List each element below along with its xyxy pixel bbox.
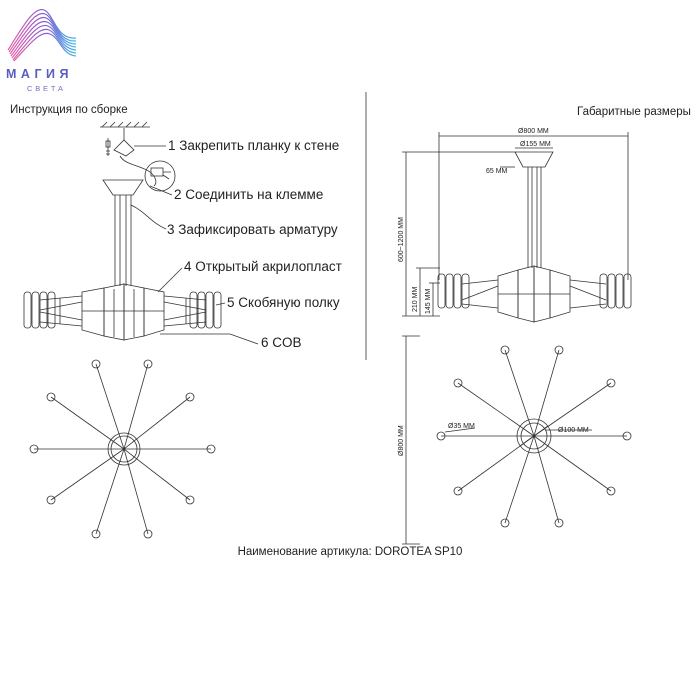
plan-arms-left (29, 359, 216, 539)
arms-right (163, 295, 207, 327)
dim-body-height: 210 ММ (412, 287, 419, 312)
shades-left (23, 291, 56, 329)
dim-plan-diameter: Ø800 ММ (398, 425, 405, 456)
elevation-right (402, 132, 632, 545)
step-6-label: 6 COB (261, 335, 302, 350)
terminal-magnifier (144, 160, 176, 192)
mounting-bracket (113, 139, 135, 157)
step-3-leader (130, 204, 167, 230)
plan-view-right (436, 345, 632, 528)
step-4-leader (157, 267, 183, 293)
step-1-label: 1 Закрепить планку к стене (168, 138, 340, 153)
step-4-label: 4 Открытый акрилопласт (184, 259, 342, 274)
dim-arm-height: 145 ММ (425, 289, 432, 314)
canopy (102, 179, 144, 196)
step-3-label: 3 Зафиксировать арматуру (167, 222, 338, 237)
step-2-leader (149, 185, 173, 196)
dim-height-range: 600~1200 ММ (398, 217, 405, 262)
dim-canopy-height: 65 ММ (486, 168, 508, 175)
ceiling-hatch (100, 121, 150, 128)
step-5-label: 5 Скобяную полку (227, 295, 340, 310)
step-6-leader (160, 333, 259, 345)
step-2-label: 2 Соединить на клемме (174, 187, 324, 202)
wire (119, 155, 157, 187)
logo-waves (7, 9, 77, 62)
dim-overall-width: Ø800 ММ (518, 128, 549, 135)
mounting-screw (105, 138, 111, 156)
suspension-rods (114, 195, 132, 286)
shades-right (189, 291, 222, 329)
plan-view-left (29, 359, 216, 539)
arms-left (39, 295, 83, 327)
lamp-body (81, 283, 165, 341)
brand-tagline: СВЕТА (27, 84, 66, 93)
step-5-leader (215, 302, 226, 306)
plan-arms-right (436, 345, 632, 528)
dim-canopy-diameter: Ø155 ММ (520, 141, 551, 148)
assembly-title: Инструкция по сборке (10, 104, 128, 116)
brand-name: МАГИЯ (6, 67, 73, 81)
dim-hub-diameter: Ø100 ММ (558, 427, 589, 434)
dim-shade-diameter: Ø35 ММ (448, 423, 475, 430)
dimensions-title: Габаритные размеры (577, 106, 691, 118)
article-name: Наименование артикула: DOROTEA SP10 (237, 546, 463, 558)
